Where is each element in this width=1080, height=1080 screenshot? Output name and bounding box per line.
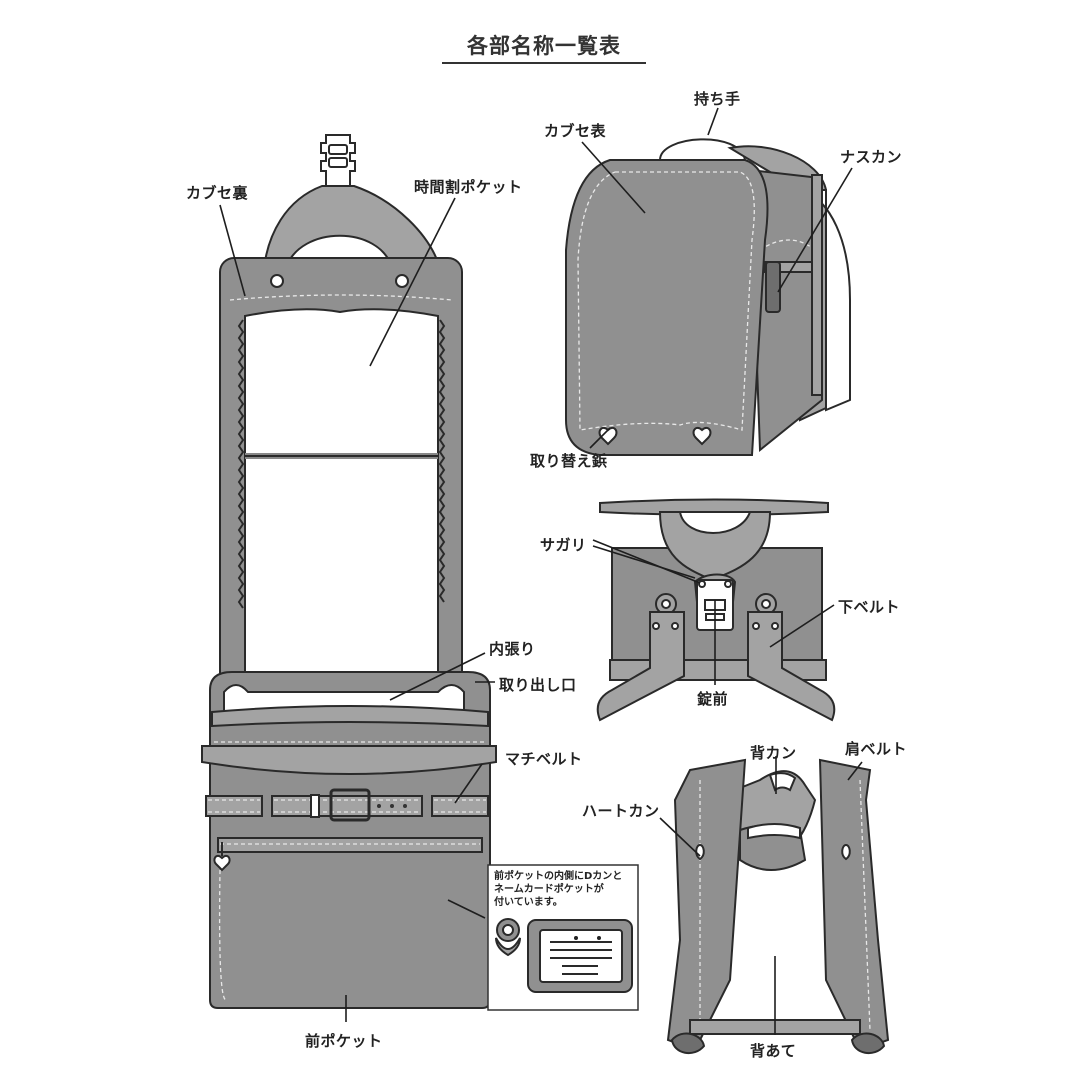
label-shita-belt: 下ベルト (838, 598, 901, 616)
label-toridashiguchi: 取り出し口 (499, 676, 577, 694)
label-seate: 背あて (750, 1042, 797, 1060)
closed-backpack-illustration (565, 138, 851, 456)
label-mae-pocket: 前ポケット (305, 1032, 383, 1050)
label-sagari: サガリ (540, 536, 587, 554)
label-torikae-byou: 取り替え鋲 (530, 452, 608, 470)
label-sekan: 背カン (750, 744, 797, 762)
label-uchibari: 内張り (489, 640, 536, 658)
diagram-title: 各部名称一覧表 (467, 34, 621, 58)
leader-lines (219, 107, 863, 1035)
note-illustrations (487, 864, 639, 1011)
label-kabuse-ura: カブセ裏 (186, 184, 249, 202)
back-view-illustration (666, 758, 890, 1055)
label-jikanwari-pocket: 時間割ポケット (414, 178, 523, 196)
front-pocket-note: 前ポケットの内側にDカンと ネームカードポケットが 付いています。 (494, 871, 623, 908)
label-nasukan: ナスカン (840, 148, 903, 166)
label-jomae: 錠前 (697, 690, 729, 708)
label-machi-belt: マチベルト (505, 750, 583, 768)
label-kata-belt: 肩ベルト (845, 740, 908, 758)
open-backpack-illustration (201, 134, 497, 1009)
lock-underside-illustration (596, 498, 836, 722)
label-mochite: 持ち手 (694, 90, 741, 108)
label-kabuse-omote: カブセ表 (544, 122, 607, 140)
label-heart-kan: ハートカン (582, 802, 660, 820)
title-underline (442, 62, 646, 64)
